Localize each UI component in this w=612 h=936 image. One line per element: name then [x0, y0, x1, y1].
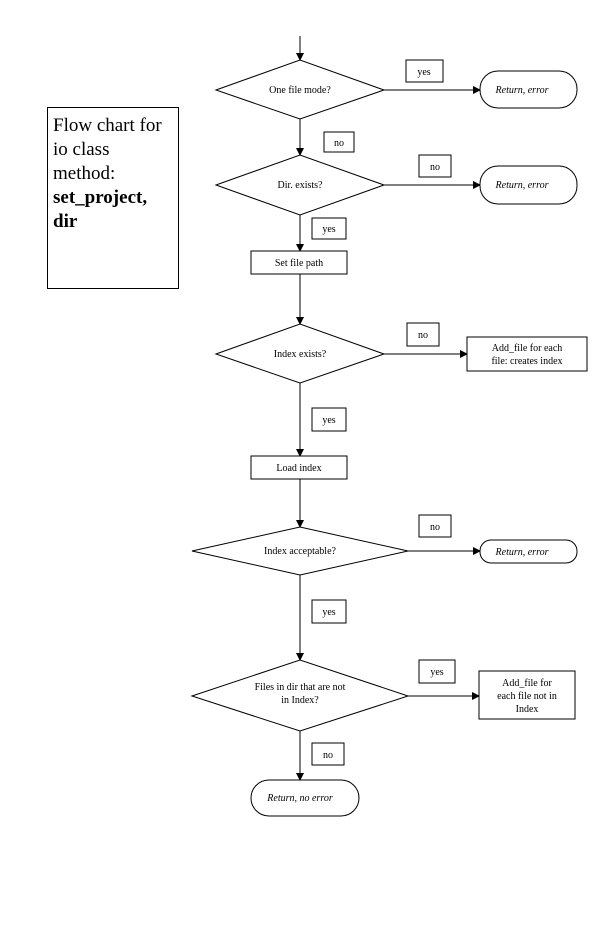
decision-label-line: in Index? [281, 695, 319, 706]
title-note-method: set_project, dir [53, 187, 148, 232]
title-note: Flow chart for io class method: set_proj… [47, 107, 179, 289]
decision-label: Index exists? [274, 349, 327, 360]
process-load-index: Load index [250, 455, 348, 480]
decision-dir-exists: Dir. exists? [214, 154, 386, 216]
process-label: Set file path [275, 258, 323, 269]
process-set-file-path: Set file path [250, 250, 348, 275]
decision-label-line: Files in dir that are not [255, 682, 346, 693]
process-label-line: Add_file for [502, 678, 552, 689]
edge-label-no: no [430, 162, 440, 173]
process-add-file-creates-index: Add_file for each file: creates index [466, 336, 588, 372]
terminal-label: Return, error [495, 547, 549, 558]
terminal-return-error-2: Return, error [479, 165, 578, 205]
edge-label-no: no [323, 750, 333, 761]
decision-label: Index acceptable? [264, 546, 336, 557]
process-add-file-not-in-index: Add_file for each file not in Index [478, 670, 576, 720]
edge-labels: yes no no yes no yes no yes yes no [311, 59, 456, 766]
connectors [296, 36, 481, 781]
decision-label: One file mode? [269, 85, 331, 96]
title-note-text: Flow chart for io class method: [53, 115, 162, 184]
terminal-label: Return, error [495, 180, 549, 191]
decision-files-not-in-index: Files in dir that are not in Index? [190, 659, 410, 732]
terminal-return-error-3: Return, error [479, 539, 578, 564]
edge-label-yes: yes [430, 667, 443, 678]
process-label-line: file: creates index [491, 356, 562, 367]
edge-label-yes: yes [322, 415, 335, 426]
process-label-line: each file not in [497, 691, 557, 702]
decision-one-file-mode: One file mode? [214, 59, 386, 120]
decision-index-acceptable: Index acceptable? [191, 526, 409, 576]
process-label-line: Index [516, 704, 539, 715]
process-label: Load index [276, 463, 321, 474]
edge-label-no: no [430, 522, 440, 533]
decision-index-exists: Index exists? [214, 323, 386, 384]
edge-label-yes: yes [417, 67, 430, 78]
edge-label-no: no [334, 138, 344, 149]
terminal-return-no-error: Return, no error [250, 779, 360, 817]
terminal-label: Return, no error [266, 793, 333, 804]
terminal-label: Return, error [495, 85, 549, 96]
edge-label-yes: yes [322, 607, 335, 618]
edge-label-no: no [418, 330, 428, 341]
decision-label: Dir. exists? [278, 180, 324, 191]
process-label-line: Add_file for each [492, 343, 563, 354]
edge-label-yes: yes [322, 224, 335, 235]
terminal-return-error-1: Return, error [479, 70, 578, 109]
